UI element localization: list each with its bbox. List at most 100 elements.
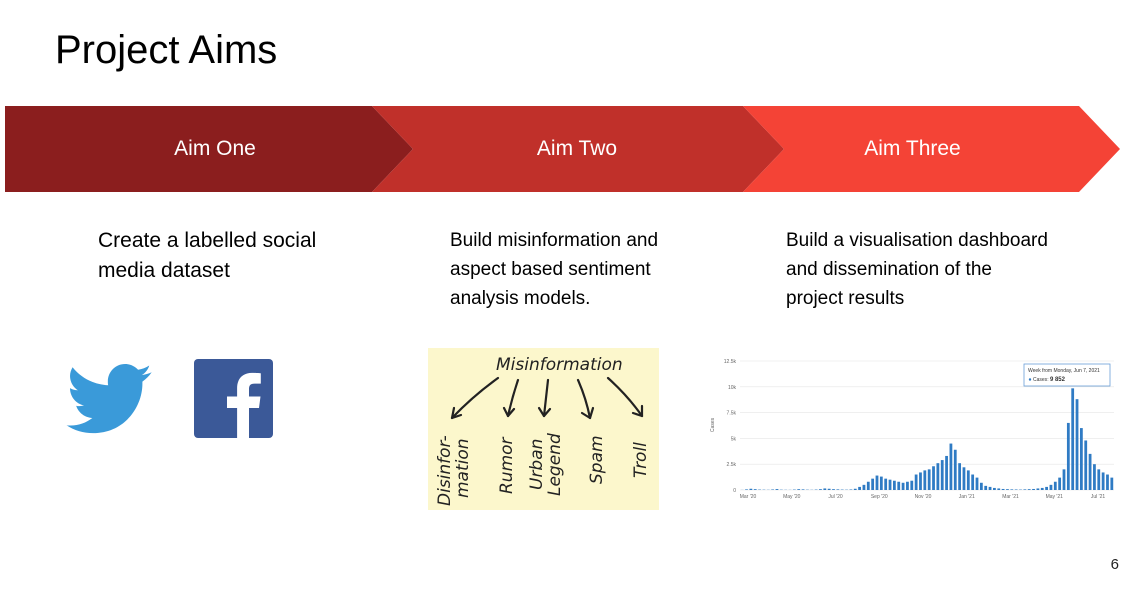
chart-bar[interactable]: [1062, 469, 1066, 490]
chart-bar[interactable]: [884, 478, 888, 490]
chart-bar[interactable]: [1032, 488, 1035, 490]
slide-title: Project Aims: [55, 28, 278, 72]
chart-bar[interactable]: [940, 460, 944, 490]
y-tick-label: 0: [733, 488, 736, 494]
x-tick-label: Sep '20: [871, 494, 888, 500]
y-tick-label: 12.5k: [724, 359, 737, 365]
y-tick-label: 7.5k: [727, 411, 737, 417]
chart-bar[interactable]: [1014, 489, 1018, 490]
branch-troll: Troll: [631, 442, 651, 478]
tooltip-title: Week from Monday, Jun 7, 2021: [1028, 368, 1100, 374]
branch-legend: Legend: [545, 433, 565, 496]
x-tick-label: Jul '21: [1091, 494, 1106, 500]
chart-bar[interactable]: [1040, 487, 1044, 490]
chart-bar[interactable]: [1023, 489, 1027, 490]
chart-bar[interactable]: [819, 489, 822, 490]
chart-bar[interactable]: [775, 489, 779, 490]
chart-bar[interactable]: [927, 469, 931, 490]
branch-spam: Spam: [587, 435, 607, 484]
aim-three-label: Aim Three: [864, 137, 961, 160]
chart-bar[interactable]: [962, 467, 966, 490]
chart-bar[interactable]: [910, 480, 914, 490]
chart-bar[interactable]: [971, 474, 975, 490]
chart-bar[interactable]: [1097, 469, 1101, 490]
chart-bar[interactable]: [993, 487, 996, 490]
x-tick-label: Mar '20: [740, 494, 757, 500]
facebook-icon: [194, 359, 273, 438]
aim-one-chevron: [5, 106, 413, 192]
aim-one-description: Create a labelled social media dataset: [98, 229, 317, 282]
chart-bar[interactable]: [823, 488, 827, 490]
chart-bar[interactable]: [832, 489, 835, 490]
chart-bar[interactable]: [1001, 488, 1005, 490]
chart-bar[interactable]: [1006, 489, 1009, 490]
chart-bar[interactable]: [745, 489, 748, 490]
page-number: 6: [1110, 556, 1119, 573]
chart-bar[interactable]: [945, 455, 948, 490]
chart-bar[interactable]: [892, 480, 896, 490]
branch-disinformation: Disinfor-: [435, 435, 455, 506]
chart-bar[interactable]: [975, 477, 979, 490]
chart-bar[interactable]: [749, 488, 753, 490]
x-tick-label: Mar '21: [1002, 494, 1019, 500]
chart-bar[interactable]: [919, 472, 922, 490]
chart-bar[interactable]: [1106, 474, 1109, 490]
chart-bar[interactable]: [879, 476, 883, 490]
chart-bar[interactable]: [862, 484, 866, 490]
chart-bar[interactable]: [1101, 472, 1105, 490]
x-tick-label: May '20: [783, 494, 801, 500]
chart-bar[interactable]: [1071, 388, 1075, 490]
chart-bar[interactable]: [914, 474, 918, 490]
chart-bar[interactable]: [958, 463, 962, 490]
chart-bar[interactable]: [753, 489, 757, 490]
chart-bar[interactable]: [1088, 453, 1092, 490]
chart-bar[interactable]: [771, 489, 775, 490]
chart-bar[interactable]: [888, 479, 892, 490]
chart-bar[interactable]: [949, 443, 953, 490]
chart-bar[interactable]: [1027, 489, 1031, 490]
chart-bar[interactable]: [849, 489, 853, 490]
chart-bar[interactable]: [936, 463, 940, 490]
chart-bar[interactable]: [1066, 422, 1070, 490]
chart-bar[interactable]: [871, 478, 875, 490]
y-tick-label: 2.5k: [727, 462, 737, 468]
chart-bar[interactable]: [1010, 489, 1014, 490]
chart-bar[interactable]: [932, 466, 935, 490]
chart-bar[interactable]: [801, 489, 805, 490]
chart-bar[interactable]: [1084, 440, 1088, 490]
chart-bar[interactable]: [997, 488, 1001, 490]
chart-bar[interactable]: [923, 470, 927, 490]
chart-bar[interactable]: [1075, 399, 1079, 490]
chart-bar[interactable]: [906, 481, 909, 490]
chart-bar[interactable]: [827, 488, 831, 490]
chart-bar[interactable]: [858, 486, 861, 490]
chart-bar[interactable]: [1049, 484, 1053, 490]
x-tick-label: Jul '20: [828, 494, 843, 500]
chart-bar[interactable]: [1053, 481, 1057, 490]
chart-bar[interactable]: [1045, 486, 1048, 490]
chart-bar[interactable]: [1058, 477, 1062, 490]
y-tick-label: 10k: [728, 385, 737, 391]
chart-bar[interactable]: [875, 475, 879, 490]
aims-chevron-bar: [5, 106, 1120, 192]
aim-three-chevron: [743, 106, 1120, 192]
misinformation-heading: Misinformation: [496, 355, 623, 375]
chart-bar[interactable]: [853, 488, 857, 490]
chart-bar[interactable]: [966, 470, 970, 490]
chart-bar[interactable]: [988, 486, 992, 490]
chart-bar[interactable]: [953, 449, 957, 490]
chart-bar[interactable]: [866, 481, 870, 490]
chart-bar[interactable]: [1093, 464, 1096, 490]
misinformation-diagram: Misinformation Disinfor- mation Rumor Ur…: [428, 348, 659, 510]
chart-bar[interactable]: [836, 489, 840, 490]
chart-bar[interactable]: [797, 489, 801, 490]
y-tick-label: 5k: [731, 436, 737, 442]
y-axis-label: Cases: [710, 417, 716, 432]
chart-bar[interactable]: [1036, 488, 1040, 490]
chart-bar[interactable]: [897, 481, 901, 490]
chart-bar[interactable]: [984, 485, 988, 490]
chart-bar[interactable]: [1079, 428, 1083, 490]
chart-bar[interactable]: [979, 482, 983, 490]
chart-bar[interactable]: [901, 482, 905, 490]
chart-bar[interactable]: [1110, 477, 1114, 490]
